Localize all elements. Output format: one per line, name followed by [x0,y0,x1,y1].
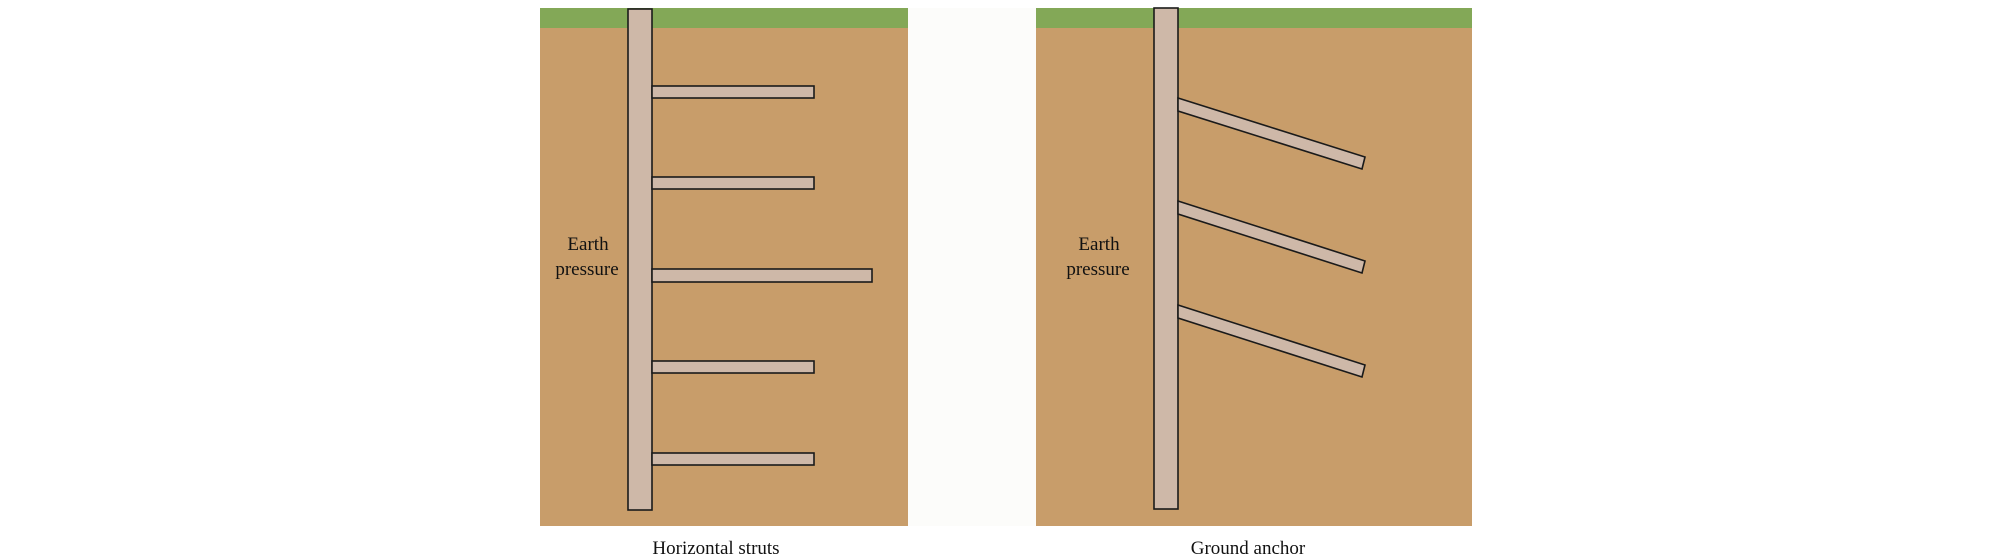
panel-ground-anchor: Earth pressure Ground anchor [1036,7,1472,559]
strut-1 [651,85,815,99]
soil-background-right [1036,8,1472,526]
panel-horizontal-struts: Earth pressure Horizontal struts [540,8,1036,559]
ground-surface-right [1036,8,1472,28]
caption-ground-anchor: Ground anchor [1191,538,1306,559]
ground-surface-left [540,8,908,28]
earth-pressure-label-right-line2: pressure [1066,259,1129,280]
ground-anchor-2 [1177,199,1366,275]
strut-2 [651,176,815,190]
strut-5 [651,452,815,466]
panel-gap [908,8,1036,526]
ground-anchor-1 [1177,96,1366,171]
caption-horizontal-struts: Horizontal struts [652,538,779,559]
retaining-wall-left [627,8,653,511]
ground-anchor-3 [1177,303,1366,379]
strut-3 [651,268,873,283]
earth-pressure-label-left-line1: Earth [567,234,609,255]
retaining-wall-right [1153,7,1179,510]
strut-4 [651,360,815,374]
earth-pressure-label-right-line1: Earth [1078,234,1120,255]
earth-pressure-label-left-line2: pressure [555,259,618,280]
